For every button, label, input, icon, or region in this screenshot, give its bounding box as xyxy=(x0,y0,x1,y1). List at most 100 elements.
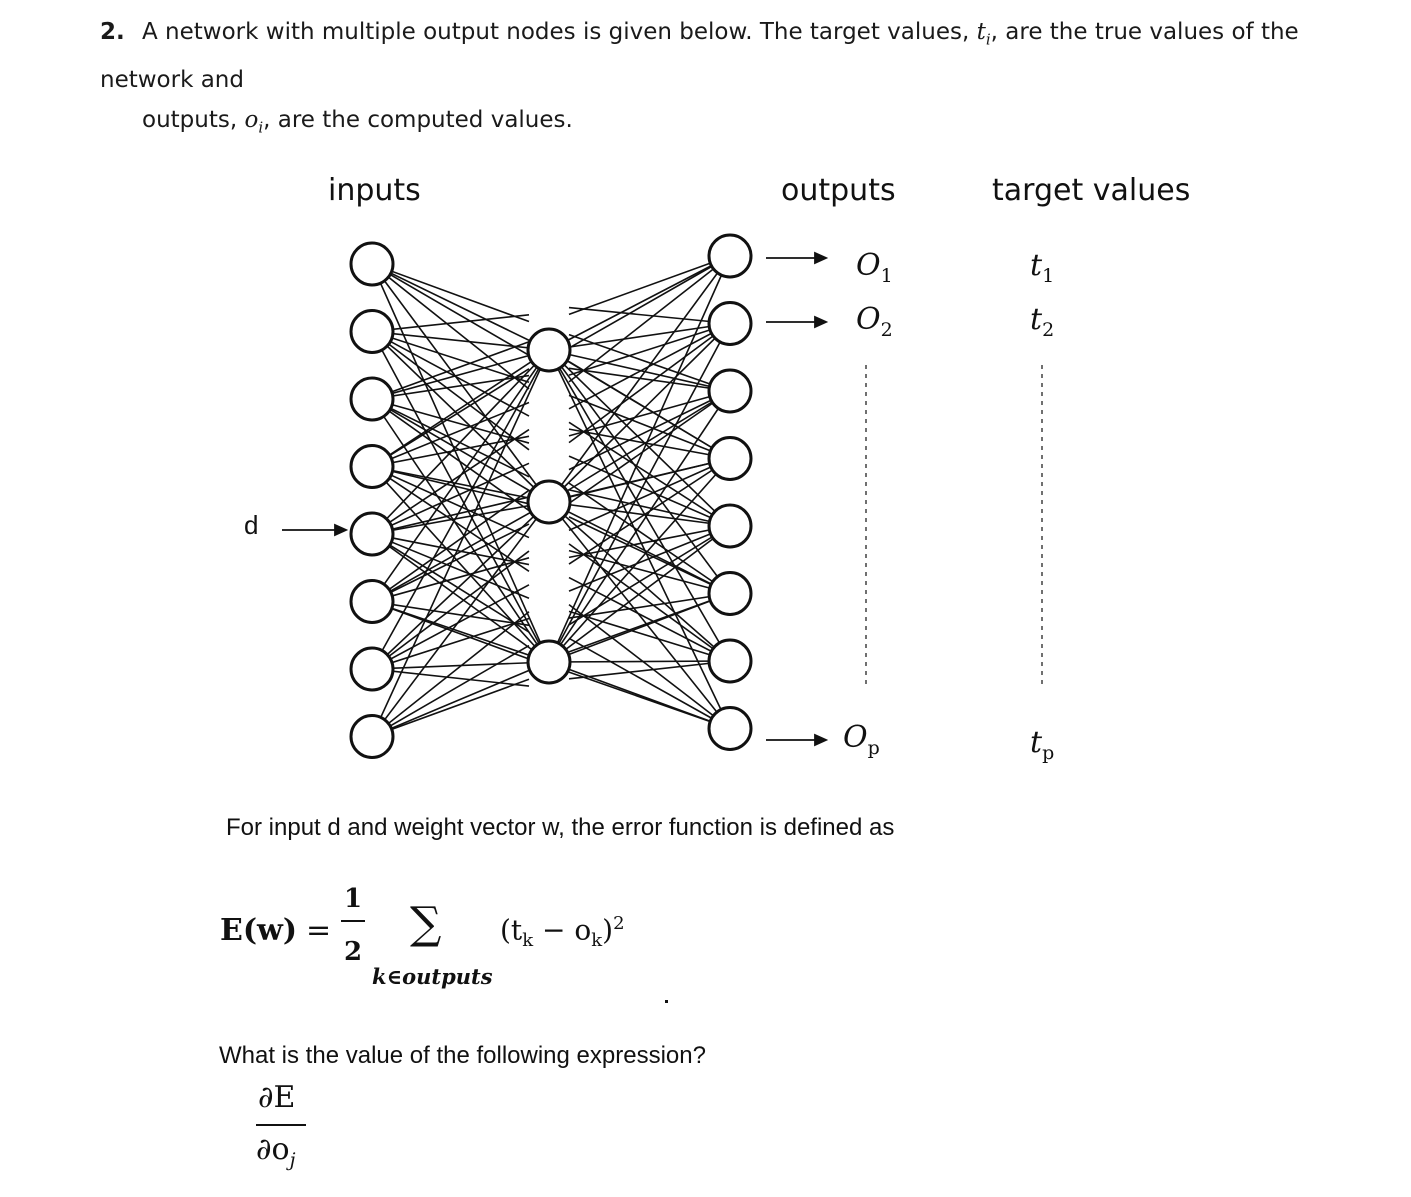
edge-extra-out5-3 xyxy=(568,516,731,595)
edge-h0-out1 xyxy=(548,322,731,351)
edge-extra-in1-3 xyxy=(371,330,530,417)
stray-dot xyxy=(665,1000,668,1003)
eq-frac-bar xyxy=(341,920,365,922)
edge-extra-out6-3 xyxy=(568,543,731,662)
output-node-1 xyxy=(707,233,753,279)
input-node-4 xyxy=(349,444,395,489)
edge-h1-out1 xyxy=(548,322,731,503)
edge-extra-in6-7 xyxy=(371,668,530,687)
edge-extra-in4-1 xyxy=(371,428,530,535)
edge-extra-in4-3 xyxy=(371,496,530,535)
edge-extra-in1-4 xyxy=(371,330,530,451)
eq-sum-symbol: ∑ xyxy=(410,898,442,949)
edge-extra-in3-0 xyxy=(371,368,530,468)
output-node-6 xyxy=(707,571,753,616)
question-text-d: , are the computed values. xyxy=(263,106,573,133)
edge-extra-in0-2 xyxy=(371,263,530,356)
edge-extra-out5-6 xyxy=(568,592,731,619)
edge-extra-in6-5 xyxy=(371,617,530,670)
edge-extra-out4-1 xyxy=(568,421,731,527)
arrow-o2-head xyxy=(814,315,829,329)
eq-frac-num: 1 xyxy=(344,884,363,914)
edge-extra-out3-6 xyxy=(568,457,731,565)
edge-extra-out1-4 xyxy=(568,322,731,444)
hidden-node-3 xyxy=(526,639,572,685)
eq-equals: = xyxy=(306,913,332,948)
edge-extra-out3-5 xyxy=(568,457,731,532)
edge-extra-in3-5 xyxy=(371,465,530,539)
edge-extra-out1-2 xyxy=(568,322,731,376)
edge-extra-out2-5 xyxy=(568,390,731,505)
target-label-1: t1 xyxy=(1030,248,1055,287)
edge-extra-in2-5 xyxy=(371,398,530,512)
question-line-2: outputs, oi, are the computed values. xyxy=(100,100,1390,148)
edge-extra-out6-5 xyxy=(568,610,731,662)
edge-extra-out4-6 xyxy=(568,525,731,592)
edge-in7-h1 xyxy=(371,501,550,737)
question-text-c: outputs, xyxy=(142,106,245,133)
output-label-1: O1 xyxy=(856,248,893,287)
edge-extra-in3-4 xyxy=(371,465,530,505)
edge-in0-h0 xyxy=(371,263,550,351)
eq-frac-den: 2 xyxy=(344,937,363,967)
edge-extra-out2-4 xyxy=(568,390,731,471)
var-t: ti xyxy=(976,19,991,49)
edge-h1-out4 xyxy=(548,501,731,527)
outputs-label: outputs xyxy=(781,173,896,208)
edge-in1-h1 xyxy=(371,330,550,503)
edge-extra-out3-1 xyxy=(568,394,731,460)
edge-h0-out2 xyxy=(548,349,731,392)
question-line-1: 2.A network with multiple output nodes i… xyxy=(100,12,1390,100)
edge-extra-in2-3 xyxy=(371,398,530,444)
edge-in0-h1 xyxy=(371,263,550,503)
edge-h2-out3 xyxy=(548,457,731,663)
output-label-2: O2 xyxy=(856,302,893,341)
edge-extra-in7-4 xyxy=(371,611,530,738)
prompt-text: What is the value of the following expre… xyxy=(219,1042,706,1069)
target-label-p: tp xyxy=(1030,725,1055,764)
output-node-4 xyxy=(707,436,753,481)
edge-in6-h1 xyxy=(371,501,550,670)
edge-extra-in4-6 xyxy=(371,533,530,600)
edge-extra-out4-2 xyxy=(568,455,731,527)
question: 2.A network with multiple output nodes i… xyxy=(100,12,1390,147)
edge-extra-in2-0 xyxy=(371,341,530,400)
edge-extra-in5-3 xyxy=(371,523,530,603)
edge-in3-h2 xyxy=(371,465,550,663)
input-node-3 xyxy=(349,376,395,422)
eq-term: (tk − ok)2 xyxy=(500,913,625,951)
output-node-8 xyxy=(707,706,753,751)
edge-in2-h0 xyxy=(371,349,550,400)
edge-extra-out4-5 xyxy=(568,525,731,559)
edge-h0-out7 xyxy=(548,349,731,729)
edge-extra-out3-2 xyxy=(568,428,731,460)
d-input-label: d xyxy=(244,510,259,540)
edge-h0-out5 xyxy=(548,349,731,594)
edge-h1-out7 xyxy=(548,501,731,729)
edge-h0-out0 xyxy=(548,255,731,351)
network-diagram xyxy=(282,233,1043,759)
edge-in0-h2 xyxy=(371,263,550,663)
edge-in1-h2 xyxy=(371,331,550,663)
edge-in4-h1 xyxy=(371,501,550,535)
question-text-a: A network with multiple output nodes is … xyxy=(142,19,977,45)
edge-extra-out0-1 xyxy=(568,255,731,316)
edge-extra-in3-6 xyxy=(371,465,530,572)
edge-h1-out5 xyxy=(548,501,731,595)
edge-extra-in3-2 xyxy=(371,435,530,468)
edge-extra-out2-1 xyxy=(568,367,731,392)
edge-extra-in7-5 xyxy=(371,644,530,738)
edge-extra-out3-0 xyxy=(568,360,731,460)
derivative-bar xyxy=(256,1124,306,1126)
edge-extra-in1-2 xyxy=(371,330,530,384)
edge-extra-out5-2 xyxy=(568,482,731,595)
edge-extra-out1-3 xyxy=(568,322,731,410)
edge-extra-out4-3 xyxy=(568,489,731,527)
output-node-7 xyxy=(707,638,753,684)
edge-in7-h2 xyxy=(371,661,550,738)
eq-sum-subscript: k∈outputs xyxy=(372,964,493,989)
output-node-2 xyxy=(707,301,753,346)
hidden-node-2 xyxy=(526,479,572,525)
edge-extra-out0-3 xyxy=(568,255,731,383)
edge-extra-out6-7 xyxy=(568,660,731,680)
